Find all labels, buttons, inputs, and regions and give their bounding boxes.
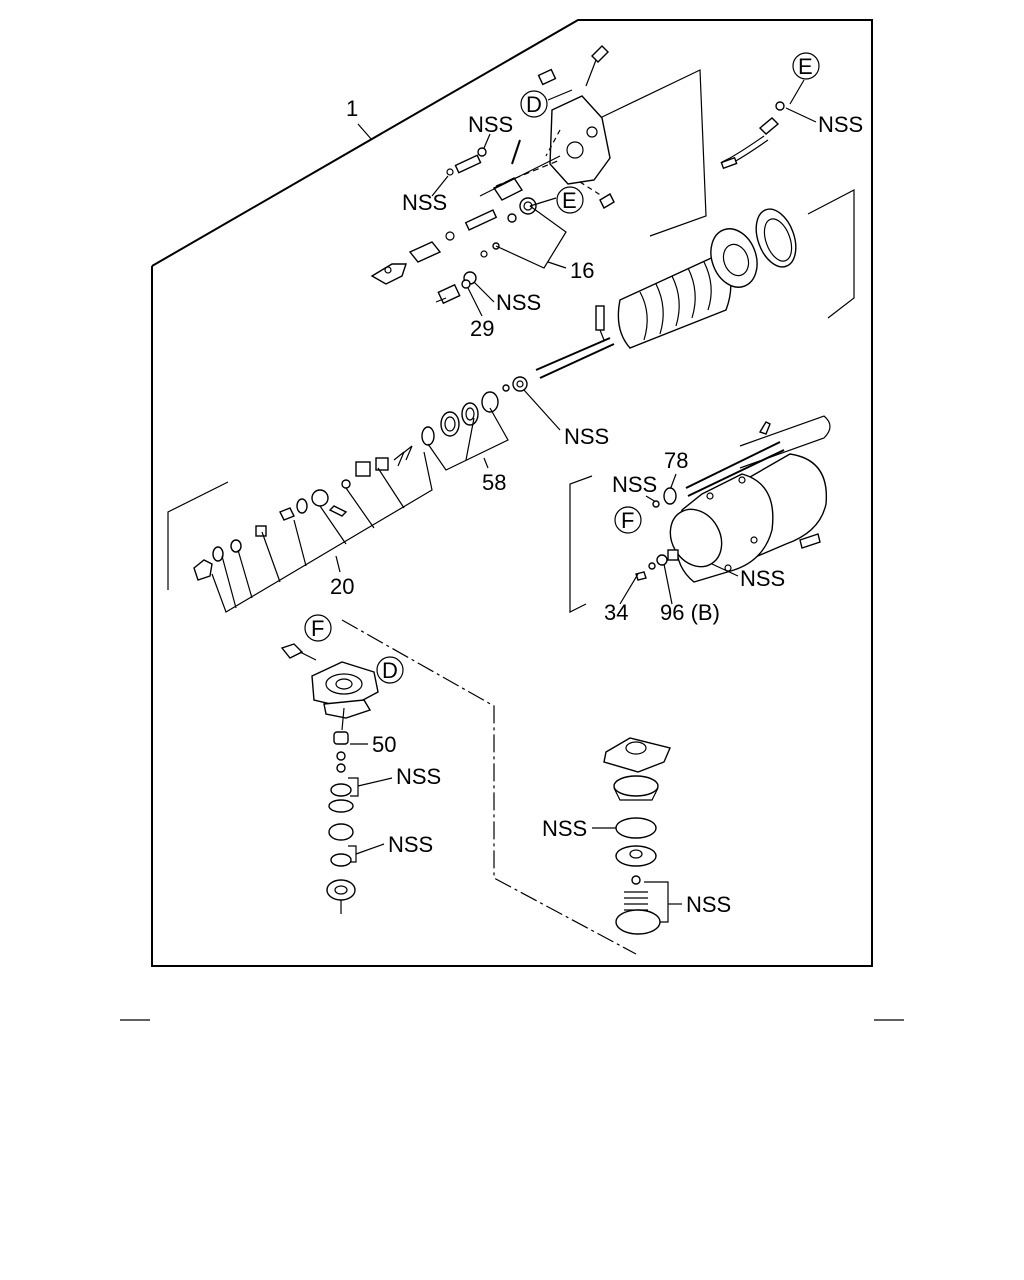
leader-1: [357, 123, 373, 141]
label-20: 20: [330, 574, 354, 599]
svg-text:E: E: [798, 54, 813, 79]
seal-kit-58: [421, 391, 499, 446]
bleeder-fitting: [720, 101, 785, 170]
label-nss-9: NSS: [388, 832, 433, 857]
label-nss-6: NSS: [612, 472, 657, 497]
leader-nss-1: [483, 133, 491, 149]
bracket-20-frame: [167, 481, 229, 590]
assembly-frame: [151, 19, 873, 967]
svg-text:F: F: [311, 616, 324, 641]
valve-body-cluster: [370, 45, 707, 305]
valve-stack: [326, 731, 356, 914]
washer: [512, 376, 528, 392]
label-nss-1: NSS: [468, 112, 513, 137]
svg-text:D: D: [382, 658, 398, 683]
ref-d-top: D: [520, 89, 573, 118]
label-nss-8: NSS: [396, 764, 441, 789]
label-96b: 96 (B): [660, 600, 720, 625]
label-29: 29: [470, 316, 494, 341]
label-1: 1: [346, 96, 358, 121]
label-58: 58: [482, 470, 506, 495]
bracket-boot: [807, 189, 855, 319]
label-nss-2: NSS: [402, 190, 447, 215]
label-nss-4: NSS: [818, 112, 863, 137]
leader-nss-2: [431, 175, 449, 197]
ref-e-right: E: [789, 52, 820, 105]
lower-frame-line: [341, 619, 637, 955]
svg-text:E: E: [562, 188, 577, 213]
label-nss-7: NSS: [740, 566, 785, 591]
bracket-16: [495, 205, 567, 269]
valve-cover-assembly: [603, 737, 671, 935]
label-78: 78: [664, 448, 688, 473]
label-nss-10: NSS: [542, 816, 587, 841]
bracket-58: [427, 407, 509, 471]
label-nss-11: NSS: [686, 892, 731, 917]
svg-text:F: F: [621, 508, 634, 533]
label-50: 50: [372, 732, 396, 757]
label-nss-3: NSS: [496, 290, 541, 315]
label-34: 34: [604, 600, 628, 625]
bracket-20: [211, 451, 433, 613]
ref-f-mid: F: [614, 506, 642, 534]
ref-e-top: E: [529, 186, 584, 214]
ref-f-bottom: F: [304, 614, 332, 642]
seal-kit-20: [193, 445, 413, 581]
ref-d-bottom: D: [376, 656, 404, 684]
piston-rod: [535, 305, 615, 379]
valve-housing: [311, 661, 379, 731]
bellows-boot: [617, 208, 797, 349]
bracket-cylinder: [569, 475, 593, 613]
label-16: 16: [570, 258, 594, 283]
label-nss-5: NSS: [564, 424, 609, 449]
svg-text:D: D: [526, 92, 542, 117]
